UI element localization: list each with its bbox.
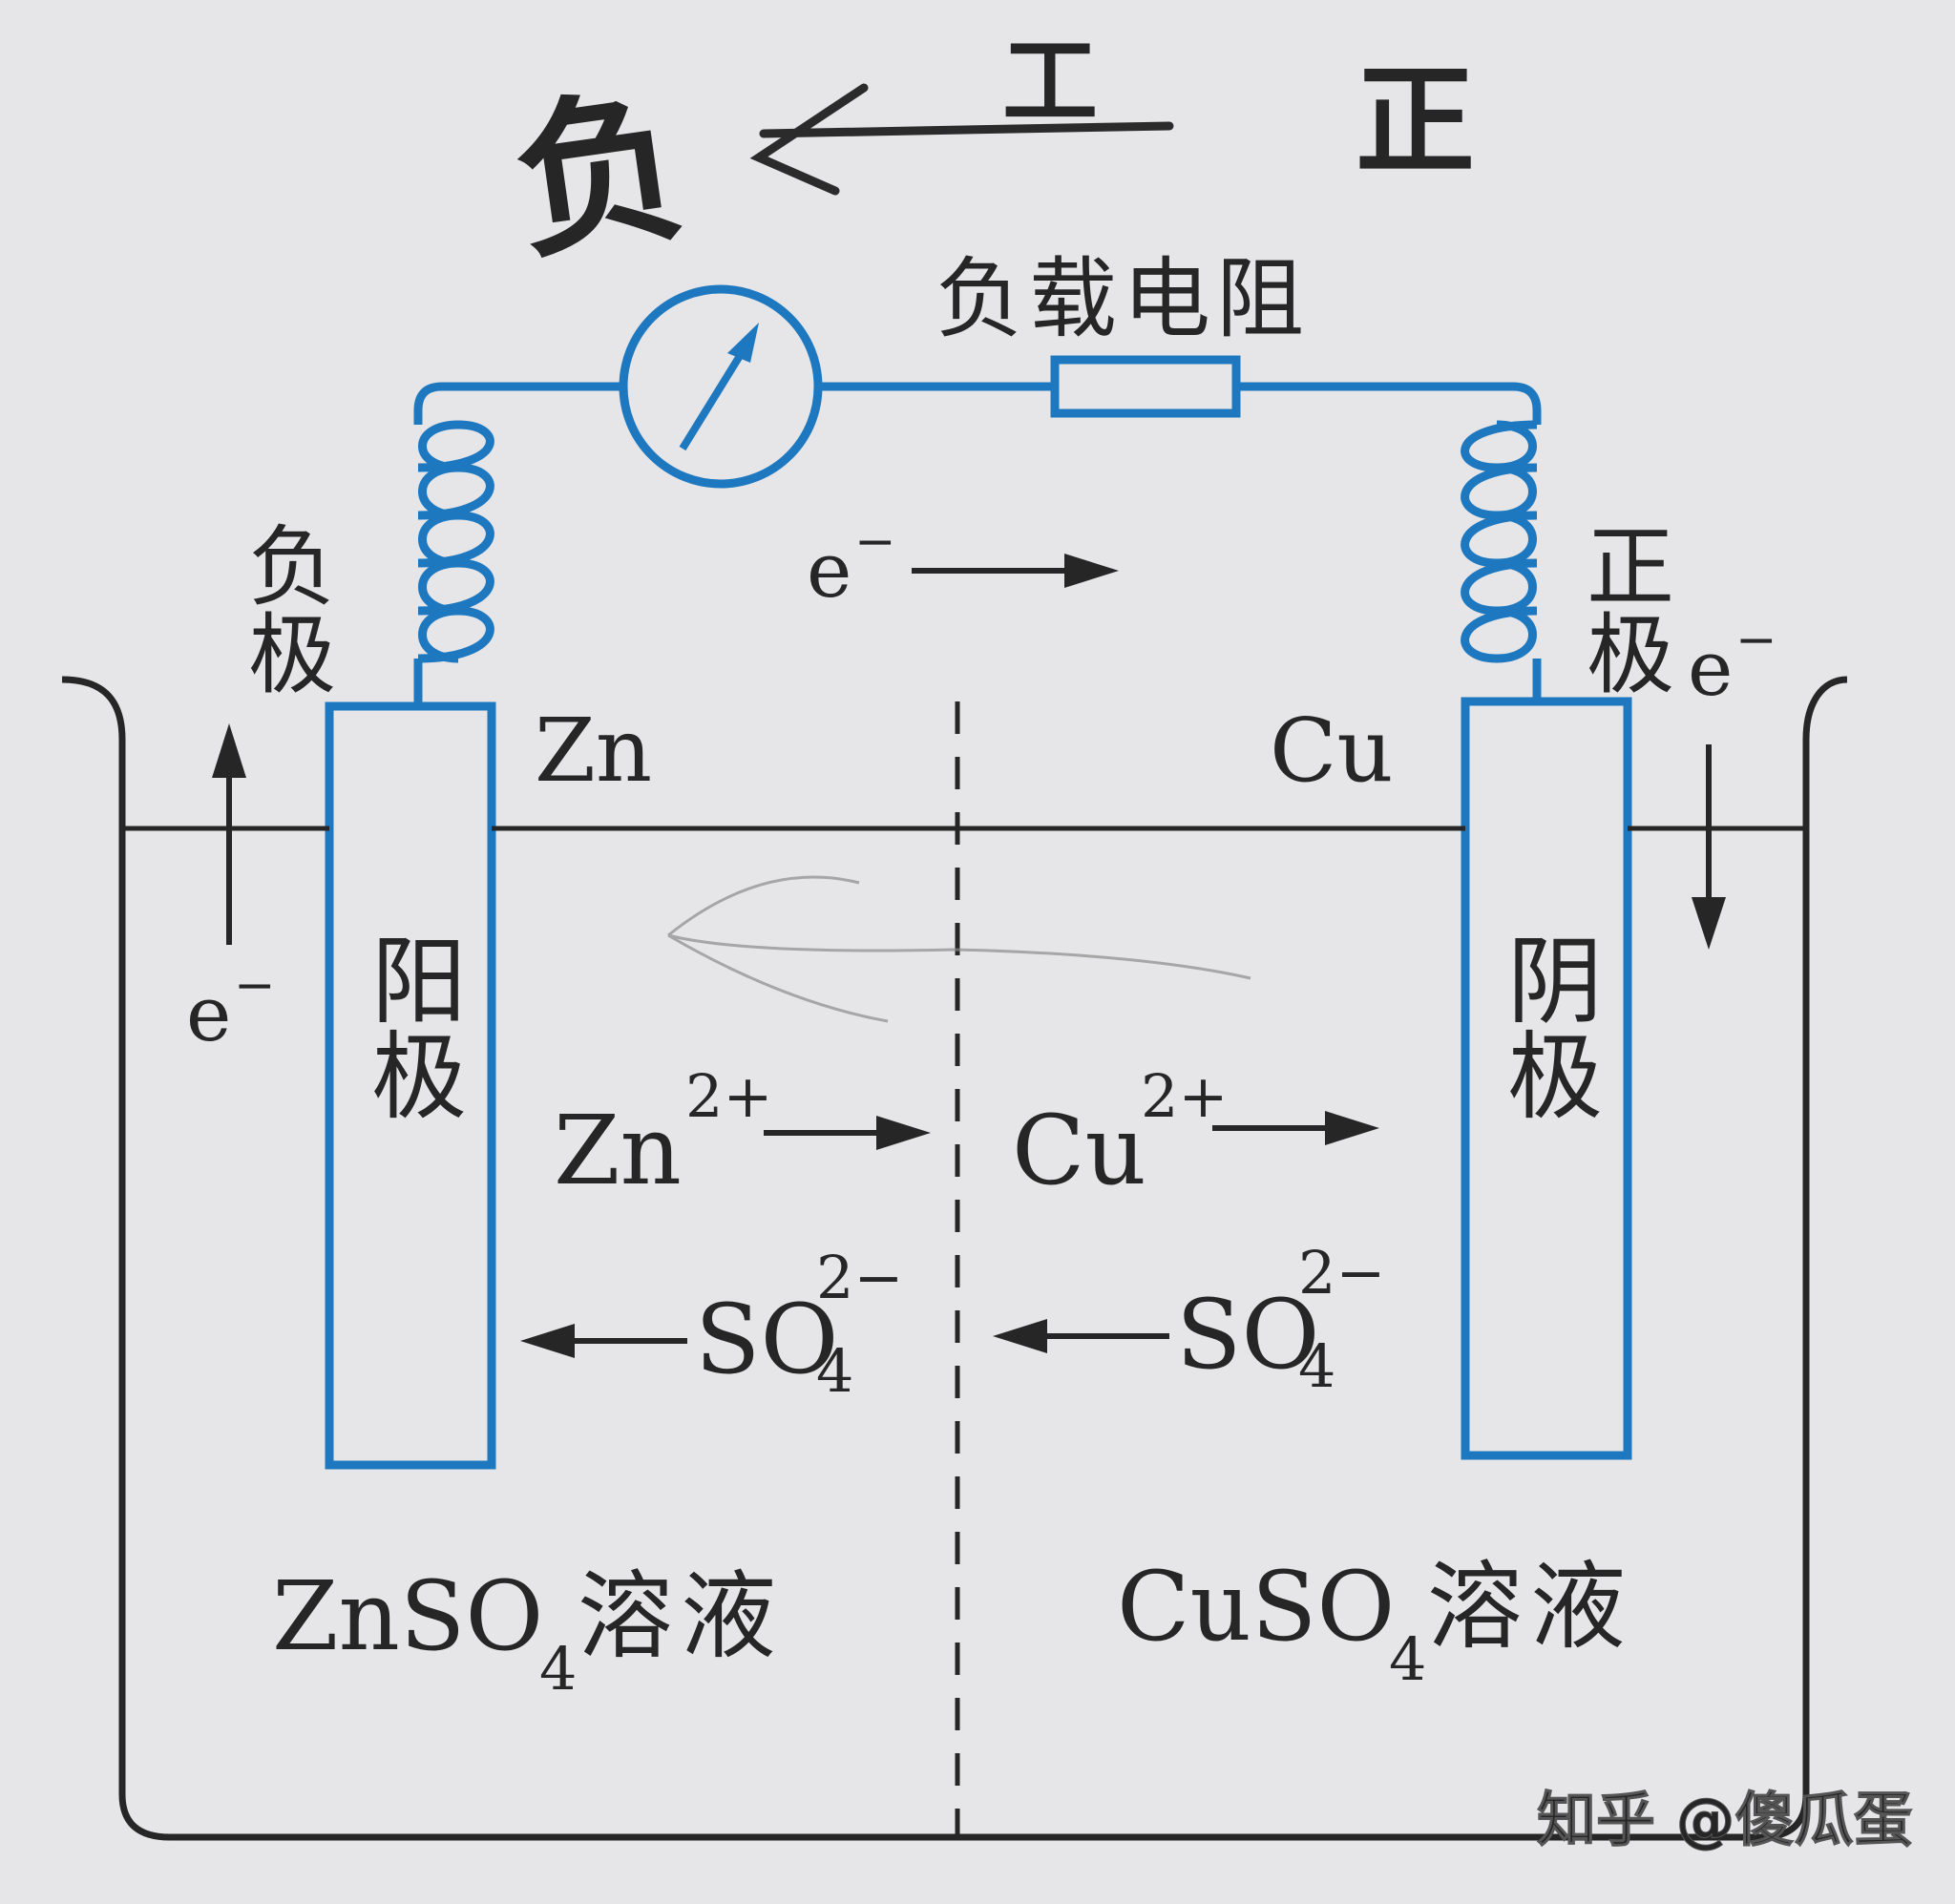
cu-ion-charge: 2+: [1141, 1061, 1228, 1131]
znso4-sub: 4: [539, 1634, 577, 1704]
electron-right-charge: −: [1735, 612, 1777, 669]
beaker: [61, 676, 1848, 1841]
cu-ion-symbol: Cu: [1012, 1095, 1146, 1206]
cu-label: Cu: [1270, 700, 1394, 802]
load-resistor-label: 负载电阻: [935, 248, 1310, 350]
zn-electrode: [325, 701, 496, 1470]
cuso4-word: 溶液: [1427, 1551, 1633, 1663]
watermark: 知乎 @傻瓜蛋: [1537, 1785, 1913, 1854]
electron-flow-right: e −: [1688, 612, 1777, 950]
sulfate-right-symbol: SO: [1176, 1279, 1320, 1391]
handwritten-arrowhead: [749, 83, 869, 196]
znso4-formula: ZnSO: [272, 1560, 543, 1672]
zn-ion-charge: 2+: [685, 1061, 772, 1131]
anode-label: 阳极: [355, 931, 467, 1121]
handwritten-notes: 负 工 正: [503, 26, 1475, 283]
galvanometer-needle: [679, 323, 759, 451]
electron-flow-left: e −: [186, 723, 276, 1058]
external-circuit: [325, 284, 1632, 1470]
handwritten-middle: 工: [1002, 26, 1098, 137]
sulfate-migration-right: SO 4 2−: [993, 1238, 1385, 1401]
pencil-scribble: [667, 875, 1251, 1023]
sulfate-right-charge: 2−: [1298, 1238, 1385, 1308]
electron-top-symbol: e: [807, 526, 851, 615]
electron-flow-top: e −: [807, 513, 1119, 615]
electron-right-symbol: e: [1688, 624, 1733, 713]
zn-ion-migration: Zn 2+: [554, 1061, 931, 1206]
right-coil: [1461, 420, 1538, 663]
positive-pole-label: 正极: [1572, 520, 1674, 696]
cuso4-sub: 4: [1389, 1624, 1426, 1694]
sulfate-left-charge: 2−: [816, 1243, 903, 1312]
zn-label: Zn: [535, 700, 652, 802]
handwritten-negative: 负: [503, 69, 696, 283]
left-coil: [417, 420, 494, 663]
zn-ion-symbol: Zn: [554, 1095, 682, 1206]
right-wire-top: [1236, 382, 1542, 425]
sulfate-right-sub: 4: [1298, 1331, 1335, 1401]
handwritten-arrow-line: [759, 121, 1174, 138]
sulfate-left-sub: 4: [816, 1336, 853, 1406]
cu-ion-migration: Cu 2+: [1012, 1061, 1379, 1206]
znso4-word: 溶液: [578, 1560, 784, 1672]
load-resistor: [1050, 355, 1241, 418]
left-wire-top: [413, 382, 622, 425]
znso4-solution-label: ZnSO 4 溶液: [272, 1560, 784, 1704]
sulfate-migration-left: SO 4 2−: [520, 1243, 903, 1406]
electron-top-charge: −: [854, 513, 896, 571]
cu-electrode: [1461, 697, 1632, 1460]
electron-left-symbol: e: [186, 970, 231, 1058]
sulfate-left-symbol: SO: [695, 1284, 839, 1395]
cuso4-formula: CuSO: [1117, 1551, 1395, 1663]
negative-pole-label: 负极: [234, 520, 336, 696]
cuso4-solution-label: CuSO 4 溶液: [1117, 1551, 1633, 1694]
handwritten-positive: 正: [1356, 52, 1475, 191]
cathode-label: 阴极: [1491, 931, 1603, 1121]
electron-left-charge: −: [234, 957, 276, 1015]
